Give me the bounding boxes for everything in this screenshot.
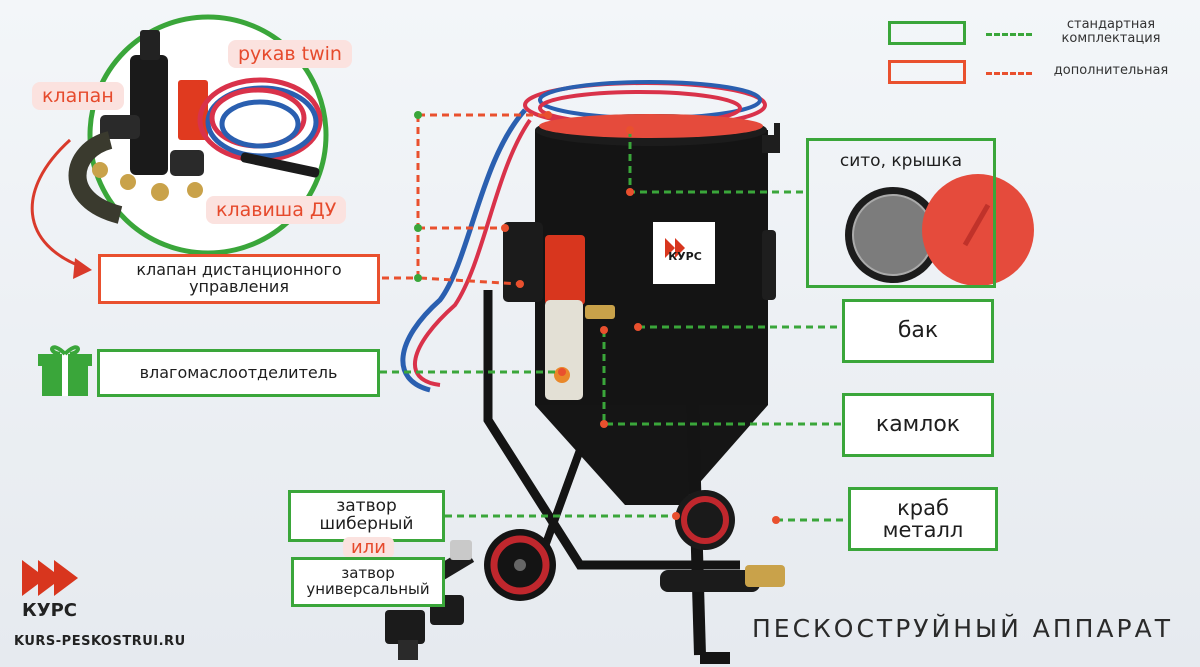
filter-housing: [545, 235, 585, 305]
tank-lid: [539, 114, 763, 138]
label-tank: бак: [842, 299, 994, 363]
tank-badge: [653, 222, 715, 284]
tank-body: [535, 114, 780, 505]
label-or: или: [343, 537, 394, 558]
label-camlock: камлок: [842, 393, 994, 457]
frame: [483, 290, 785, 664]
tank-badge-text: КУРС: [668, 250, 702, 263]
leader-dots: [414, 111, 780, 524]
arrow-head-icon: [73, 258, 92, 279]
label-separator: влагомаслоотделитель: [97, 349, 380, 397]
crab-coupling: [745, 565, 785, 587]
arrow-curve: [30, 138, 86, 270]
inset-label-switch: клавиша ДУ: [206, 196, 347, 224]
brand-site: KURS-PESKOSTRUI.RU: [14, 634, 186, 649]
inset-label-valve: клапан: [32, 82, 124, 110]
legend-standard-swatch: [888, 21, 966, 45]
legend-optional-dash: [986, 72, 1032, 75]
sieve-lid-illustration: [845, 174, 1034, 286]
gift-icon: [38, 345, 92, 396]
legend-optional-text: дополнительная: [1053, 63, 1169, 78]
brand-name: КУРС: [22, 600, 77, 621]
inset-hose-icon: [178, 77, 323, 178]
label-sieve-lid: сито, крышка: [806, 138, 996, 288]
inset-label-hose: рукав twin: [228, 40, 352, 68]
label-gate-valve: затвор шиберный: [288, 490, 445, 542]
legend-optional-swatch: [888, 60, 966, 84]
handle: [684, 309, 706, 656]
remote-valve-assembly: [503, 222, 615, 400]
separator-bowl: [545, 300, 583, 400]
brand-logo-icon: [22, 560, 78, 596]
inset-valve-icon: [68, 30, 204, 224]
footer-title: ПЕСКОСТРУЙНЫЙ АППАРАТ: [752, 614, 1173, 643]
label-universal-valve: затвор универсальный: [291, 557, 445, 607]
label-crab: краб металл: [848, 487, 998, 551]
label-remote-valve: клапан дистанционного управления: [98, 254, 380, 304]
legend-standard-text: стандартная комплектация: [1061, 17, 1161, 46]
legend-standard-dash: [986, 33, 1032, 36]
